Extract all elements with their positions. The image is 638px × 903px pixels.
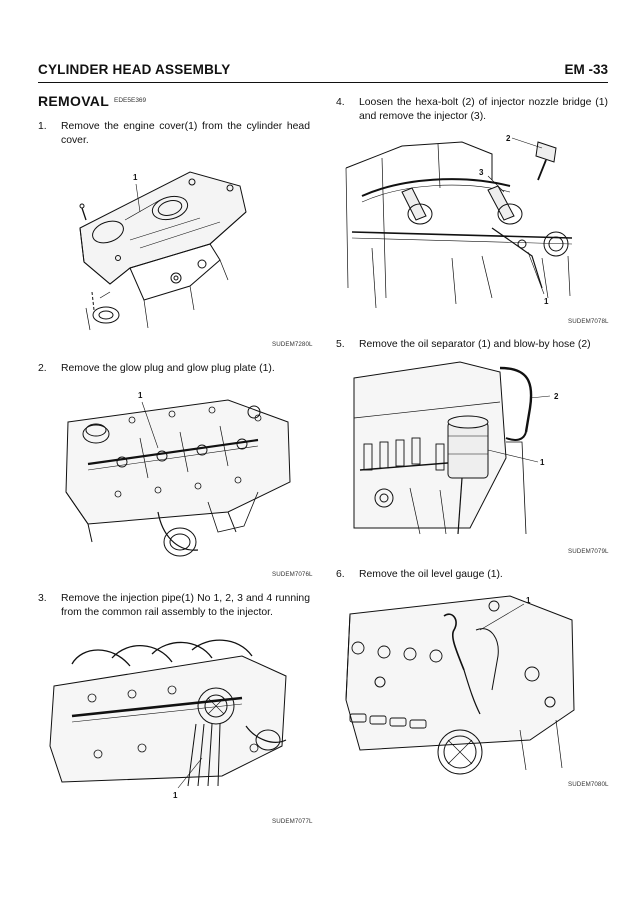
step-number: 5.	[336, 339, 345, 350]
callout-1: 1	[138, 391, 143, 400]
figure-oil-separator: 2 1	[350, 358, 590, 538]
step-5: 5. Remove the oil separator (1) and blow…	[336, 338, 608, 354]
step-1: 1. Remove the engine cover(1) from the c…	[38, 120, 310, 150]
figure-injector: 2 3 1	[342, 128, 592, 314]
step-3: 3. Remove the injection pipe(1) No 1, 2,…	[38, 592, 310, 622]
callout-1: 1	[133, 173, 138, 182]
figure-caption: SUDEM7077L	[272, 818, 313, 825]
callout-1: 1	[173, 791, 178, 800]
section-code: EDE5E369	[114, 97, 147, 104]
figure-caption: SUDEM7078L	[568, 318, 609, 325]
header-rule	[38, 82, 608, 83]
step-text: Remove the oil level gauge (1).	[359, 569, 503, 580]
step-4: 4. Loosen the hexa-bolt (2) of injector …	[336, 96, 608, 126]
step-2: 2. Remove the glow plug and glow plug pl…	[38, 362, 310, 378]
step-text: Remove the injection pipe(1) No 1, 2, 3 …	[61, 593, 310, 618]
callout-3: 3	[479, 168, 484, 177]
step-number: 6.	[336, 569, 345, 580]
header-title: CYLINDER HEAD ASSEMBLY	[38, 62, 231, 77]
callout-1: 1	[544, 297, 549, 306]
callout-1: 1	[526, 596, 531, 605]
step-number: 2.	[38, 363, 47, 374]
figure-caption: SUDEM7280L	[272, 341, 313, 348]
callout-2: 2	[554, 392, 559, 401]
page-number: EM -33	[564, 62, 608, 77]
figure-glow-plug: 1	[58, 382, 298, 564]
step-number: 1.	[38, 121, 47, 132]
figure-caption: SUDEM7079L	[568, 548, 609, 555]
figure-caption: SUDEM7076L	[272, 571, 313, 578]
step-text: Loosen the hexa-bolt (2) of injector noz…	[359, 97, 608, 122]
callout-2: 2	[506, 134, 511, 143]
page-header: CYLINDER HEAD ASSEMBLY EM -33	[38, 62, 608, 82]
callout-1: 1	[540, 458, 545, 467]
section-title: REMOVAL	[38, 93, 110, 109]
figure-caption: SUDEM7080L	[568, 781, 609, 788]
figure-engine-cover: 1	[70, 160, 260, 335]
figure-injection-pipe: 1	[42, 636, 304, 804]
figure-oil-level-gauge: 1	[340, 590, 590, 776]
step-text: Remove the engine cover(1) from the cyli…	[61, 121, 310, 146]
step-number: 3.	[38, 593, 47, 604]
step-number: 4.	[336, 97, 345, 108]
step-6: 6. Remove the oil level gauge (1).	[336, 568, 608, 584]
step-text: Remove the oil separator (1) and blow-by…	[359, 339, 591, 350]
step-text: Remove the glow plug and glow plug plate…	[61, 363, 275, 374]
